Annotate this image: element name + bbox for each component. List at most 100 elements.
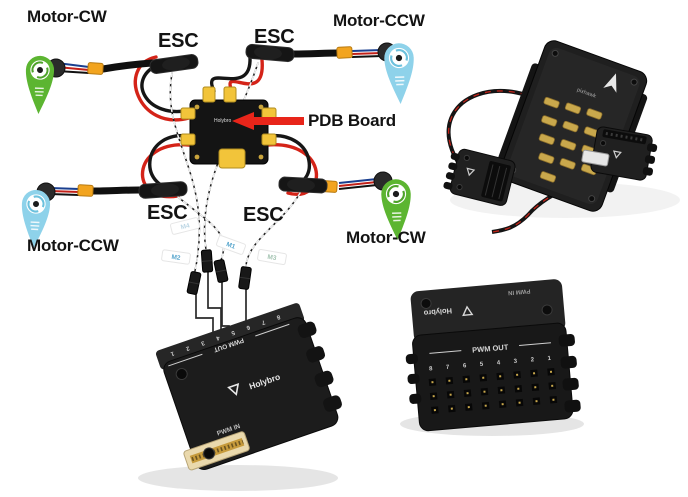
rotation-arrow [36,67,49,79]
heatsink-fins [405,334,581,413]
pdb-brand-text: Holybro [214,118,231,124]
pdb-xt60-battery-connector [218,148,246,169]
rotation-arrow [387,185,399,198]
signal-wire-twist [169,72,201,272]
holybro-logo [466,167,476,177]
label-motor-cw-top-left: Motor-CW [27,7,107,26]
label-motor-cw-bottom-right: Motor-CW [346,228,426,247]
motor-marker-ccw-bottom-left [21,189,51,248]
svg-text:6: 6 [245,324,251,331]
wire-tag-m2: M2 [161,249,191,265]
svg-text:1: 1 [169,350,175,357]
wire-tags: M4 M1 M2 M3 [161,217,287,266]
svg-text:7: 7 [446,365,451,371]
motor-wire-red [338,181,378,187]
module-cable-connector [581,149,610,167]
mounting-hole [456,183,463,191]
wire-tag-m4-text: M4 [180,222,191,231]
svg-text:1: 1 [547,356,552,362]
mounting-hole [463,154,470,162]
motor-cable [290,49,342,58]
screw [551,49,559,57]
mounting-hole [541,304,553,316]
power-wire-red [228,58,264,93]
pdb-board: Holybro [180,86,277,169]
svg-text:5: 5 [480,362,485,368]
pwm-module-side: PWM IN Holybro PWM OUT 8 7 6 5 4 3 2 1 [405,279,581,432]
label-pdb-board: PDB Board [308,111,396,130]
pwm-side-body [412,322,574,432]
mounting-hole [203,447,216,460]
pwm-out-bracket [168,323,290,367]
svg-text:2: 2 [184,344,190,351]
esc-body-top-left [149,54,199,74]
motor-wire-black [351,55,384,58]
rotation-arrow [31,61,44,73]
wire-tag-m3-text: M3 [267,254,277,263]
motor-wire-blue [49,187,80,190]
power-wire-black [210,55,252,93]
label-motor-ccw-bottom-left: Motor-CCW [27,236,119,255]
motor-cable [89,186,143,195]
pwm-module-main: 1 2 3 4 5 6 7 8 PWM OUT Holybro PWM IN [155,303,342,471]
esc-body-top-right [245,43,295,63]
arm-bottom-right [278,171,393,194]
svg-text:3: 3 [514,359,519,365]
bullet-connector [336,46,353,59]
pwm-side-pin-numbers: 8 7 6 5 4 3 2 1 [429,356,552,373]
svg-text:2: 2 [531,357,536,363]
mounting-hole [420,297,432,309]
pwm-side-brand-text: Holybro [423,306,452,317]
label-esc-top-right: ESC [254,26,295,48]
esc-body-bottom-left [138,181,188,199]
motor-shaft [392,190,400,198]
pwm-in-connector-pins [191,439,244,462]
motor-marker-cw-bottom-right [381,179,411,240]
rotation-arrow [27,200,39,213]
motor-wire-black [338,184,378,190]
orientation-arrow-icon [603,73,617,93]
rotation-arrow [395,49,408,61]
bullet-connector [87,62,104,75]
shadow [138,465,338,491]
pwm-side-out-label: PWM OUT [472,342,509,354]
module-fins [642,143,658,176]
pdb-solder-pads [194,104,264,160]
pwm-main-pin-numbers: 1 2 3 4 5 6 7 8 [169,313,281,356]
pwm-out-bracket [429,342,552,354]
pdb-xt30-connectors [180,86,277,169]
motor-cable [99,59,156,73]
pwm-side-pin-grid [428,367,565,414]
pdb-callout-arrow [232,112,304,130]
wire-tag-m1: M1 [216,235,246,255]
pwm-main-body [163,317,339,470]
rotation-arrow [393,190,405,203]
svg-text:8: 8 [275,313,281,320]
module-pin-strip [602,129,647,145]
holybro-logo: Holybro [423,305,474,318]
signal-wire-twist [245,192,301,267]
esc-body-bottom-right [278,176,328,194]
screw [588,195,596,203]
motor-marker-ccw-top-right [384,43,414,104]
screw [630,78,638,86]
module-fins [443,152,460,190]
svg-text:7: 7 [260,318,266,325]
motor-marker-cw-top-left [25,55,55,114]
label-esc-bottom-left: ESC [147,202,188,224]
wire-tag-m2-text: M2 [171,254,181,262]
rotation-arrow [33,195,45,208]
motor-wire-blue [338,178,378,184]
mounting-hole [175,368,188,381]
signal-wire-twist [177,196,225,261]
label-esc-top-left: ESC [158,30,199,52]
rotation-arrow [390,55,403,67]
label-motor-ccw-top-right: Motor-CCW [333,11,425,30]
heatsink-fins [297,321,342,412]
motor-shaft [37,67,43,73]
mounting-hole [600,140,607,147]
svg-text:4: 4 [215,334,221,341]
label-esc-bottom-right: ESC [243,204,284,226]
